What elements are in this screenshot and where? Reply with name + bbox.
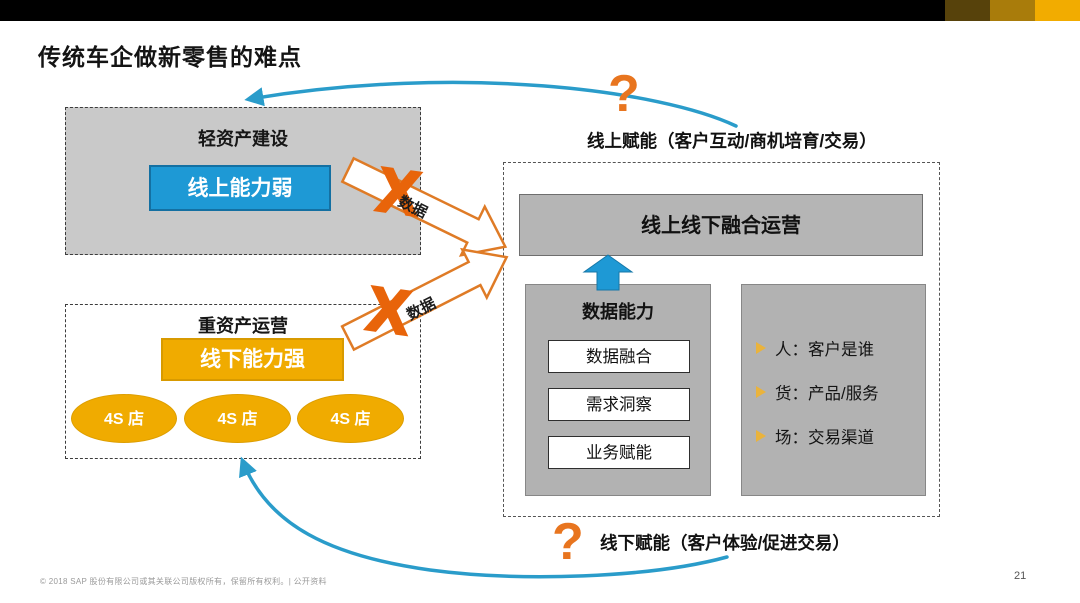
page-number: 21 (1014, 570, 1027, 582)
triangle-bullet-icon (756, 342, 766, 354)
offline-empowerment-label: 线下赋能（客户体验/促进交易） (600, 533, 850, 553)
phg-row: 场：交易渠道 (756, 417, 925, 455)
triangle-bullet-icon (756, 430, 766, 442)
offline-capability-strong-tag: 线下能力强 (161, 338, 344, 381)
data-capability-box: 数据能力 数据融合 需求洞察 业务赋能 (525, 284, 711, 496)
triangle-bullet-icon (756, 386, 766, 398)
store-ellipse: 4S 店 (297, 394, 404, 443)
light-asset-title: 轻资产建设 (198, 129, 288, 149)
data-capability-title: 数据能力 (582, 302, 654, 322)
integration-panel: 线上线下融合运营 数据能力 数据融合 需求洞察 业务赋能 人：客户是谁 货：产品… (503, 162, 940, 517)
page-title: 传统车企做新零售的难点 (38, 44, 302, 70)
question-mark-offline: ? (552, 513, 584, 571)
light-asset-box: 轻资产建设 线上能力弱 (65, 107, 421, 255)
phg-item-label: 人：客户是谁 (775, 341, 874, 359)
phg-item-label: 货：产品/服务 (775, 385, 879, 403)
brand-corner-square-mid (990, 0, 1035, 21)
online-empowerment-label: 线上赋能（客户互动/商机培育/交易） (587, 131, 877, 151)
phg-row: 货：产品/服务 (756, 373, 925, 411)
data-capability-item: 需求洞察 (548, 388, 690, 421)
store-ellipse: 4S 店 (71, 394, 177, 443)
heavy-asset-title: 重资产运营 (198, 316, 288, 336)
brand-corner-square-dark (945, 0, 990, 21)
fusion-operation-box: 线上线下融合运营 (519, 194, 923, 256)
people-goods-place-box: 人：客户是谁 货：产品/服务 场：交易渠道 (741, 284, 926, 496)
data-capability-item: 数据融合 (548, 340, 690, 373)
question-mark-online: ? (608, 65, 640, 123)
top-brand-bar (0, 0, 1080, 21)
brand-corner-square-gold (1035, 0, 1080, 21)
store-ellipse: 4S 店 (184, 394, 291, 443)
data-capability-item: 业务赋能 (548, 436, 690, 469)
phg-row: 人：客户是谁 (756, 329, 925, 367)
online-capability-weak-tag: 线上能力弱 (149, 165, 331, 211)
copyright-footer: © 2018 SAP 股份有限公司或其关联公司版权所有，保留所有权利。| 公开资… (40, 577, 327, 586)
phg-item-label: 场：交易渠道 (775, 429, 874, 447)
